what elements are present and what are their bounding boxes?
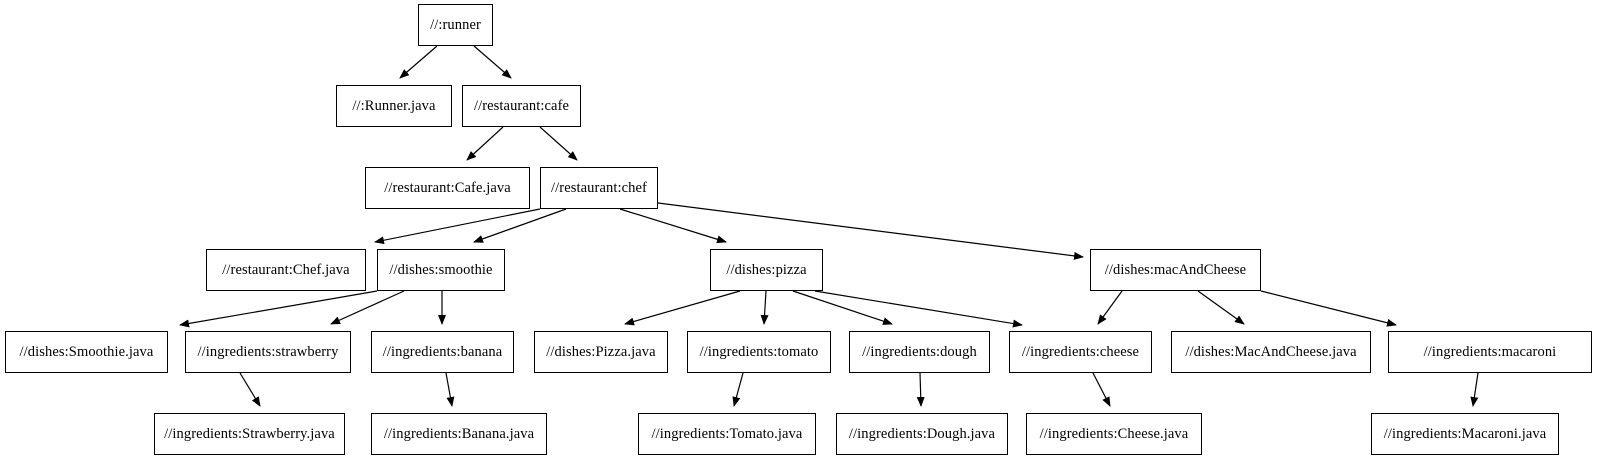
graph-node-ing_tomato[interactable]: //ingredients:tomato	[687, 331, 831, 373]
graph-node-runner[interactable]: //:runner	[418, 4, 493, 46]
graph-node-restaurant_cafe[interactable]: //restaurant:cafe	[462, 85, 581, 127]
graph-edge-restaurant_cafe-to-restaurant_chef	[539, 126, 578, 161]
graph-edge-restaurant_chef-to-chef_java	[374, 208, 541, 245]
graph-edge-restaurant_chef-to-dishes_smoothie	[473, 208, 567, 243]
graph-node-label: //dishes:macAndCheese	[1104, 261, 1247, 278]
graph-node-label: //dishes:smoothie	[389, 261, 493, 278]
graph-node-restaurant_chef[interactable]: //restaurant:chef	[540, 167, 658, 209]
graph-node-label: //ingredients:Cheese.java	[1039, 425, 1189, 442]
graph-node-label: //restaurant:chef	[551, 179, 647, 196]
graph-node-smoothie_java[interactable]: //dishes:Smoothie.java	[5, 331, 168, 373]
graph-edge-restaurant_chef-to-dishes_pizza	[619, 208, 727, 244]
graph-node-label: //ingredients:macaroni	[1423, 343, 1557, 360]
graph-node-dishes_mac[interactable]: //dishes:macAndCheese	[1090, 249, 1261, 291]
graph-node-label: //restaurant:Cafe.java	[384, 179, 511, 196]
graph-edge-dishes_mac-to-ing_macaroni	[1260, 290, 1397, 327]
graph-node-label: //restaurant:Chef.java	[222, 261, 350, 278]
graph-node-macaroni_java[interactable]: //ingredients:Macaroni.java	[1371, 413, 1559, 455]
graph-node-label: //ingredients:Tomato.java	[651, 425, 803, 442]
graph-node-mac_java[interactable]: //dishes:MacAndCheese.java	[1171, 331, 1371, 373]
graph-node-ing_strawberry[interactable]: //ingredients:strawberry	[185, 331, 351, 373]
graph-edge-ing_banana-to-banana_java	[445, 372, 455, 407]
graph-node-dishes_smoothie[interactable]: //dishes:smoothie	[377, 249, 505, 291]
graph-node-dough_java[interactable]: //ingredients:Dough.java	[836, 413, 1008, 455]
graph-edge-ing_macaroni-to-macaroni_java	[1470, 372, 1479, 407]
graph-edge-ing_tomato-to-tomato_java	[732, 372, 744, 407]
graph-node-label: //dishes:Smoothie.java	[19, 343, 154, 360]
graph-node-cafe_java[interactable]: //restaurant:Cafe.java	[365, 167, 530, 209]
graph-node-label: //ingredients:Strawberry.java	[164, 425, 335, 442]
graph-edge-ing_dough-to-dough_java	[916, 372, 925, 407]
graph-node-label: //ingredients:tomato	[699, 343, 819, 360]
graph-node-label: //restaurant:cafe	[473, 97, 570, 114]
graph-edge-dishes_mac-to-mac_java	[1197, 290, 1245, 325]
graph-node-label: //ingredients:dough	[862, 343, 977, 360]
graph-node-label: //ingredients:Banana.java	[383, 425, 535, 442]
graph-node-runner_java[interactable]: //:Runner.java	[336, 85, 452, 127]
graph-node-dishes_pizza[interactable]: //dishes:pizza	[710, 249, 823, 291]
graph-edge-dishes_pizza-to-pizza_java	[624, 290, 741, 326]
graph-edge-ing_strawberry-to-strawberry_java	[239, 372, 261, 407]
graph-node-label: //ingredients:banana	[382, 343, 503, 360]
graph-node-label: //dishes:pizza	[726, 261, 807, 278]
graph-edge-runner-to-runner_java	[399, 45, 438, 79]
graph-node-ing_cheese[interactable]: //ingredients:cheese	[1009, 331, 1152, 373]
graph-edge-dishes_pizza-to-ing_dough	[792, 290, 893, 325]
graph-edge-ing_cheese-to-cheese_java	[1092, 372, 1111, 407]
graph-node-label: //dishes:Pizza.java	[546, 343, 656, 360]
graph-edge-restaurant_cafe-to-cafe_java	[466, 126, 504, 161]
graph-node-ing_dough[interactable]: //ingredients:dough	[849, 331, 990, 373]
graph-node-label: //dishes:MacAndCheese.java	[1185, 343, 1357, 360]
graph-node-cheese_java[interactable]: //ingredients:Cheese.java	[1026, 413, 1202, 455]
graph-node-label: //ingredients:strawberry	[197, 343, 339, 360]
graph-edge-dishes_smoothie-to-smoothie_java	[179, 290, 378, 328]
graph-edge-dishes_smoothie-to-ing_strawberry	[330, 290, 405, 325]
graph-node-label: //ingredients:Macaroni.java	[1383, 425, 1547, 442]
graph-edge-dishes_pizza-to-ing_cheese	[814, 290, 1023, 328]
graph-node-label: //:Runner.java	[352, 97, 436, 114]
graph-node-label: //ingredients:Dough.java	[848, 425, 996, 442]
graph-node-ing_macaroni[interactable]: //ingredients:macaroni	[1388, 331, 1592, 373]
graph-edge-dishes_mac-to-ing_cheese	[1097, 290, 1123, 325]
graph-node-banana_java[interactable]: //ingredients:Banana.java	[371, 413, 547, 455]
graph-node-chef_java[interactable]: //restaurant:Chef.java	[206, 249, 366, 291]
graph-node-ing_banana[interactable]: //ingredients:banana	[371, 331, 514, 373]
graph-node-label: //ingredients:cheese	[1021, 343, 1140, 360]
graph-edge-runner-to-restaurant_cafe	[473, 45, 512, 79]
graph-node-tomato_java[interactable]: //ingredients:Tomato.java	[638, 413, 816, 455]
graph-node-pizza_java[interactable]: //dishes:Pizza.java	[534, 331, 668, 373]
graph-edge-dishes_pizza-to-ing_tomato	[760, 290, 769, 325]
graph-node-strawberry_java[interactable]: //ingredients:Strawberry.java	[154, 413, 345, 455]
graph-node-label: //:runner	[430, 16, 481, 33]
